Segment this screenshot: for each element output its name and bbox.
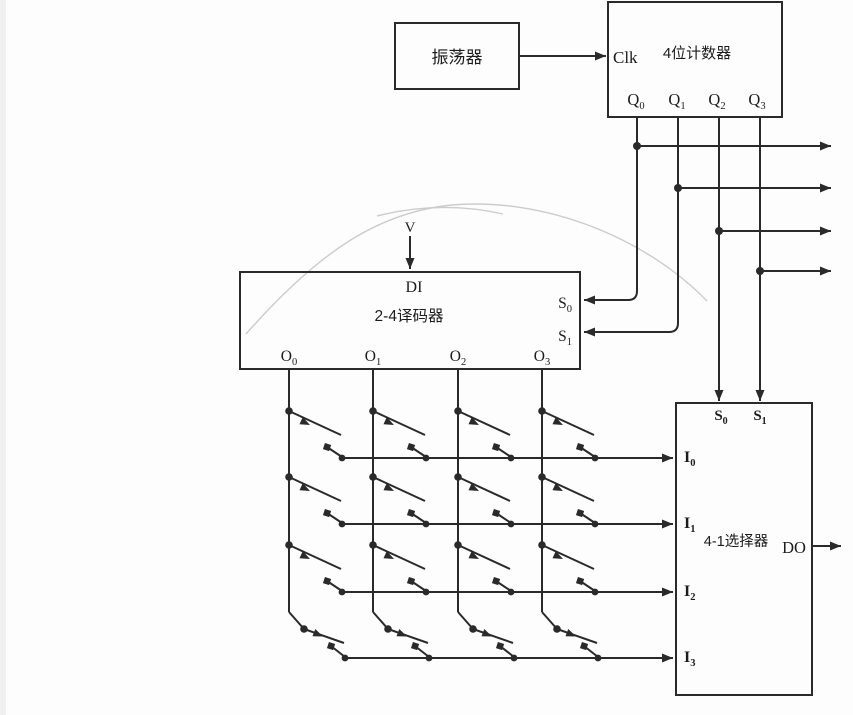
wire-q0-to-decoder-s0 (584, 117, 638, 305)
selector-pin-s0: S0 (714, 408, 727, 427)
selector-box (675, 402, 813, 696)
switch-cell-r2c0 (284, 540, 347, 597)
oscillator-label: 振荡器 (432, 48, 483, 67)
switch-cell-r2c3 (537, 540, 600, 597)
switch-cell-r1c0 (284, 472, 347, 529)
selector-pin-i0: I0 (684, 449, 695, 469)
selector-title: 4-1选择器 (704, 533, 769, 550)
counter-pin-q0: Q0 (627, 90, 644, 112)
decoder-pin-o0: O0 (281, 348, 297, 368)
switch-cell-r2c2 (453, 540, 516, 597)
switch-cell-r1c2 (453, 472, 516, 529)
decoder-pin-s0: S0 (558, 295, 572, 315)
decoder-v-label: V (405, 220, 416, 236)
decoder-title: 2-4译码器 (375, 307, 444, 325)
faint-arc (245, 203, 708, 335)
selector-pin-i3: I3 (684, 649, 695, 669)
scan-edge-shadow (0, 0, 6, 715)
switch-cell-r1c3 (537, 472, 600, 529)
decoder-pin-o1: O1 (365, 348, 381, 368)
switch-matrix (284, 406, 603, 663)
switch-cell-r3c1 (372, 611, 434, 663)
switch-cell-r0c1 (368, 406, 431, 463)
switch-cell-r3c3 (541, 611, 603, 663)
counter-clk-label: Clk (613, 48, 638, 67)
wire-q1-to-decoder-s1 (584, 117, 679, 337)
junction-dot-q2 (715, 227, 723, 235)
faint-pencil-marks (245, 203, 708, 335)
counter-pin-q2: Q2 (708, 90, 725, 112)
switch-cell-r2c1 (368, 540, 431, 597)
decoder-box (239, 271, 581, 370)
decoder-pin-s1: S1 (558, 328, 572, 348)
decoder-di-label: DI (406, 279, 423, 296)
decoder-pin-o2: O2 (450, 348, 466, 368)
switch-cell-r0c3 (537, 406, 600, 463)
selector-do-label: DO (782, 538, 806, 557)
junction-dot-q1 (674, 184, 682, 192)
counter-box (607, 1, 783, 118)
junction-dot-q0 (633, 142, 641, 150)
selector-pin-s1: S1 (753, 408, 766, 427)
switch-cell-r1c1 (368, 472, 431, 529)
faint-arc (376, 206, 504, 217)
switch-cell-r3c0 (288, 611, 350, 663)
switch-cell-r3c2 (457, 611, 519, 663)
switch-cell-r0c0 (284, 406, 347, 463)
switch-cell-r0c2 (453, 406, 516, 463)
selector-pin-i2: I2 (684, 583, 695, 603)
selector-pin-i1: I1 (684, 515, 695, 535)
counter-pin-q1: Q1 (668, 90, 685, 112)
counter-title: 4位计数器 (663, 45, 731, 62)
decoder-pin-o3: O3 (534, 348, 550, 368)
counter-pin-q3: Q3 (748, 90, 765, 112)
junction-dot-q3 (756, 267, 764, 275)
